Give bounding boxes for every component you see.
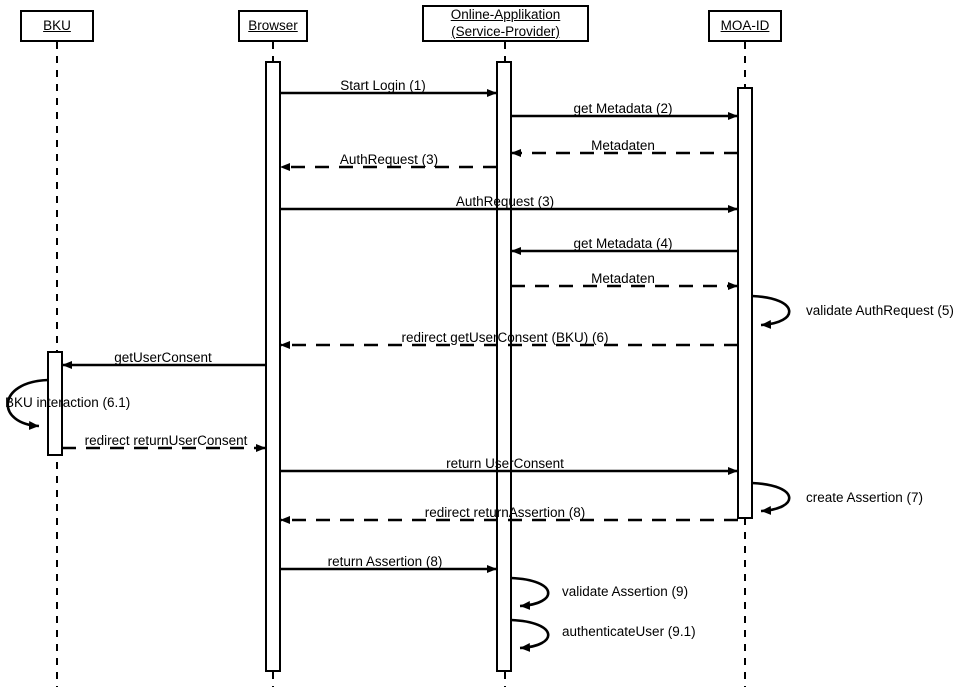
lifeline-header-bku[interactable]: BKU (20, 10, 94, 42)
activation-moaid (737, 87, 753, 519)
message-label-m3: Metadaten (591, 138, 655, 153)
self-message-label-s1: validate AuthRequest (5) (806, 303, 954, 318)
message-label-m9: getUserConsent (114, 350, 212, 365)
message-label-m11: return UserConsent (446, 456, 564, 471)
activation-bku (47, 351, 63, 456)
self-messages-layer (6, 294, 791, 652)
self-message-arrow-s4 (510, 576, 550, 610)
lifeline-label-bku: BKU (43, 17, 71, 33)
activations-layer (47, 61, 753, 672)
lifeline-label-oa: Online-Applikation (Service-Provider) (450, 6, 561, 39)
message-label-m6: get Metadata (4) (573, 236, 673, 251)
message-label-m2: get Metadata (2) (573, 101, 673, 116)
message-label-m12: redirect returnAssertion (8) (424, 505, 586, 520)
message-label-m7: Metadaten (591, 271, 655, 286)
self-message-label-s5: authenticateUser (9.1) (562, 624, 696, 639)
lifeline-header-browser[interactable]: Browser (238, 10, 308, 42)
self-message-label-s4: validate Assertion (9) (562, 584, 689, 599)
self-message-arrow-s2 (6, 378, 49, 431)
message-label-m1: Start Login (1) (340, 78, 426, 93)
activation-oa (496, 61, 512, 672)
self-message-arrow-s3 (751, 481, 791, 515)
message-label-m4: AuthRequest (3) (339, 152, 439, 167)
message-label-m10: redirect returnUserConsent (84, 433, 248, 448)
lifeline-label-moaid: MOA-ID (720, 17, 770, 33)
activation-browser (265, 61, 281, 672)
self-message-arrow-s5 (510, 618, 550, 652)
lifeline-header-moaid[interactable]: MOA-ID (708, 10, 782, 42)
messages-layer (62, 89, 738, 573)
message-label-m8: redirect getUserConsent (BKU) (6) (401, 330, 609, 345)
lifeline-header-oa[interactable]: Online-Applikation (Service-Provider) (422, 5, 589, 42)
self-message-label-s2: BKU interaction (6.1) (5, 395, 131, 410)
message-label-m13: return Assertion (8) (327, 554, 443, 569)
lifeline-label-browser: Browser (248, 17, 298, 33)
self-message-arrow-s1 (751, 294, 791, 329)
self-message-label-s3: create Assertion (7) (806, 490, 924, 505)
message-label-m5: AuthRequest (3) (455, 194, 555, 209)
